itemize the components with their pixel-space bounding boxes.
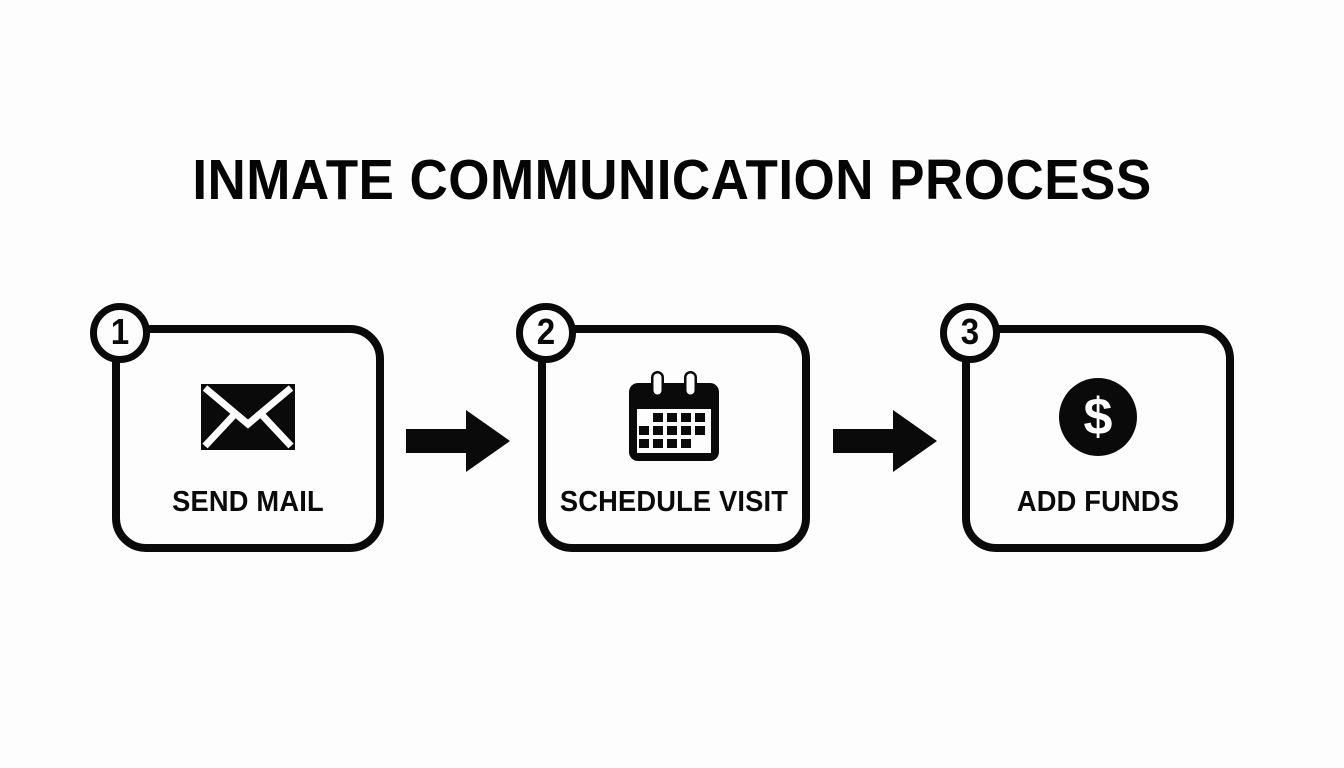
process-flow: 1 SEND MAIL 2 [0, 303, 1344, 562]
process-step-label-1: SEND MAIL [172, 486, 324, 518]
process-step-card-add-funds[interactable]: 3 $ ADD FUNDS [940, 303, 1234, 552]
process-step-card-send-mail[interactable]: 1 SEND MAIL [90, 303, 384, 552]
step-number-1: 1 [110, 311, 130, 352]
arrow-right-icon [406, 410, 510, 472]
dollar-coin-icon: $ [970, 371, 1226, 463]
step-number-3: 3 [960, 311, 980, 352]
process-step-label-3: ADD FUNDS [1016, 486, 1180, 518]
process-step-card-schedule-visit[interactable]: 2 [516, 303, 810, 552]
step-number-2: 2 [536, 311, 556, 352]
step-number-badge-3: 3 [940, 303, 1000, 363]
step-number-badge-1: 1 [90, 303, 150, 363]
arrow-right-icon [833, 410, 937, 472]
step-number-badge-2: 2 [516, 303, 576, 363]
svg-text:$: $ [1084, 388, 1113, 446]
process-step-label-2: SCHEDULE VISIT [559, 486, 789, 518]
page-title: INMATE COMMUNICATION PROCESS [192, 148, 1152, 212]
calendar-icon [546, 371, 802, 463]
envelope-icon [120, 371, 376, 463]
